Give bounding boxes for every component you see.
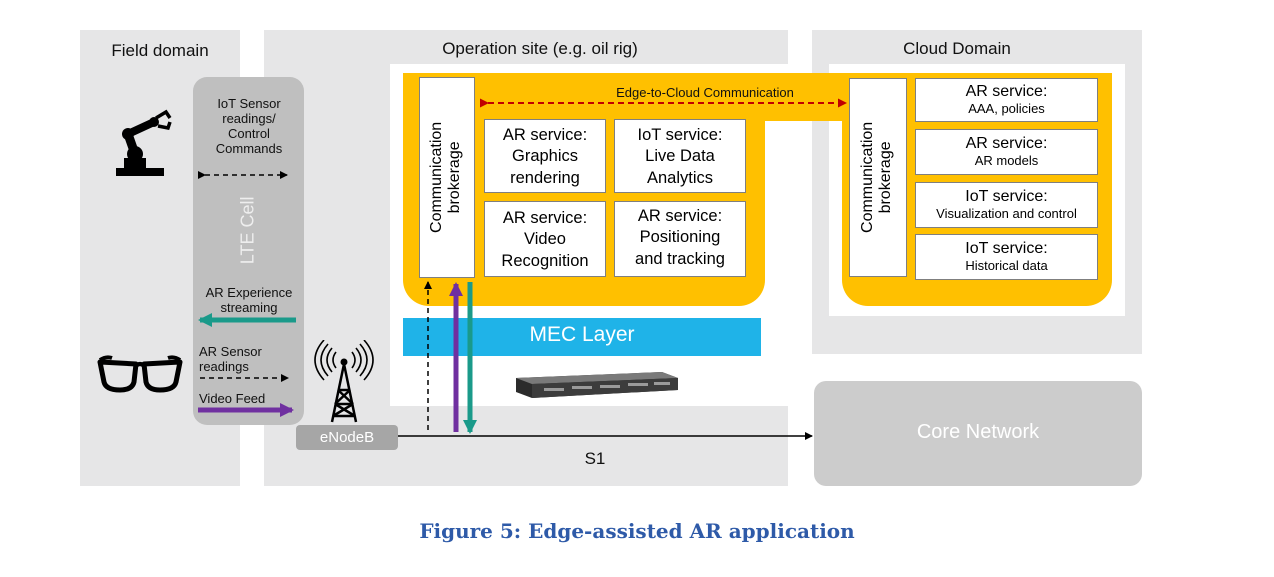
cloud-brokerage-box: Communication brokerage [849,78,907,277]
iot-readings-label: IoT Sensor readings/ Control Commands [215,96,283,157]
connector-gold-band [700,73,860,121]
edge-service-analytics: IoT service: Live Data Analytics [614,119,746,193]
video-feed-label: Video Feed [199,391,266,406]
edge-brokerage-box: Communication brokerage [419,77,475,278]
enodeb-label: eNodeB [319,429,375,446]
cloud-service-title: IoT service: [965,188,1048,205]
edge-service-sub: Video Recognition [501,230,589,270]
mec-layer-label: MEC Layer [529,323,635,346]
edge-service-video: AR service: Video Recognition [484,201,606,277]
cloud-domain-title: Cloud Domain [903,39,1011,58]
cloud-service-title: AR service: [965,83,1048,100]
antenna-icon [314,340,374,423]
lte-cell-label-wrap: LTE Cell [228,185,268,275]
edge-service-title: AR service: [502,209,588,227]
server-icon [516,372,678,398]
ar-sensor-label: AR Sensor readings [199,344,262,375]
glasses-icon [97,355,183,393]
ar-experience-label: AR Experience streaming [205,285,293,316]
edge-service-sub: Graphics rendering [510,147,580,187]
edge-service-title: AR service: [502,126,588,144]
field-domain-title: Field domain [111,41,209,60]
operation-site-title: Operation site (e.g. oil rig) [442,39,638,58]
edge-to-cloud-label: Edge-to-Cloud Communication [616,85,794,100]
cloud-brokerage-label: Communication brokerage [859,121,895,234]
mec-layer-bar [403,318,761,356]
lte-cell-bar [193,77,304,425]
figure-caption: Figure 5: Edge-assisted AR application [419,519,855,543]
edge-service-title: IoT service: [637,126,723,144]
cloud-service-visualization: IoT service: Visualization and control [915,182,1098,228]
s1-label: S1 [584,449,606,468]
cloud-service-ar-models: AR service: AR models [915,129,1098,175]
cloud-service-title: AR service: [965,135,1048,152]
edge-service-sub: Positioning and tracking [635,228,725,268]
edge-service-graphics: AR service: Graphics rendering [484,119,606,193]
core-network-label: Core Network [916,421,1040,443]
robot-arm-icon [116,109,172,176]
edge-service-sub: Live Data Analytics [645,147,715,187]
cloud-service-title: IoT service: [965,240,1048,257]
cloud-service-sub: Visualization and control [936,206,1077,222]
cloud-service-historical: IoT service: Historical data [915,234,1098,280]
cloud-service-sub: AAA, policies [968,101,1045,117]
edge-service-positioning: AR service: Positioning and tracking [614,201,746,277]
cloud-service-aaa: AR service: AAA, policies [915,78,1098,122]
lte-cell-label: LTE Cell [237,196,258,264]
edge-service-title: AR service: [637,207,723,225]
cloud-service-sub: Historical data [965,258,1048,274]
enodeb-box [296,425,398,450]
cloud-service-sub: AR models [974,153,1039,169]
edge-brokerage-label: Communication brokerage [428,121,464,234]
core-network-box [814,381,1142,486]
